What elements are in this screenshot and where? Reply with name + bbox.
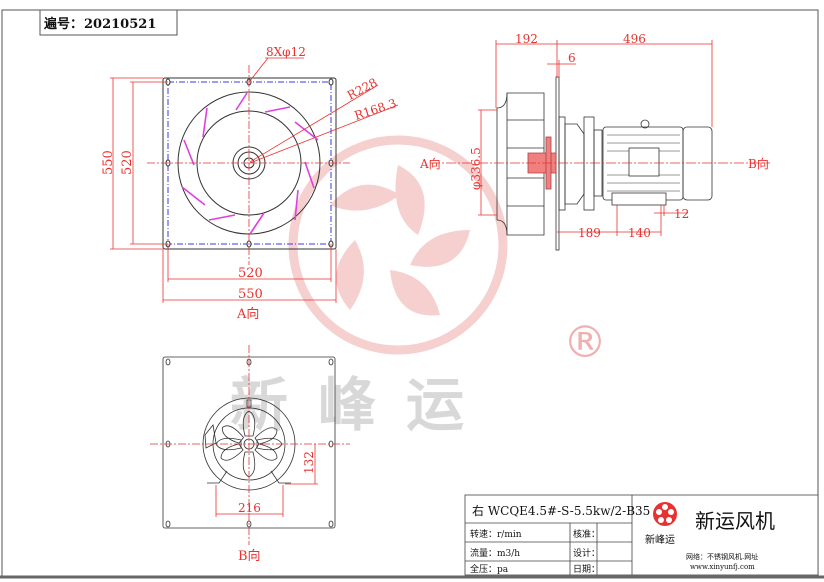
dim-520-vertical: 520 <box>120 150 135 175</box>
watermark-text: 新峰运 <box>230 371 494 439</box>
drawing-no-box <box>39 9 178 36</box>
website: www.xinyunfj.com <box>690 563 755 571</box>
dim-diameter: φ336.5 <box>469 147 483 190</box>
dim-6: 6 <box>568 51 576 65</box>
dim-140: 140 <box>628 226 651 240</box>
dim-12: 12 <box>674 207 689 221</box>
side-a-label: A向 <box>419 156 441 171</box>
title-block <box>464 494 819 576</box>
dim-550-vertical: 550 <box>101 150 116 175</box>
approve-label: 核准： <box>573 528 600 540</box>
dim-496: 496 <box>623 32 646 46</box>
logo-text: 新峰运 <box>645 533 675 546</box>
view-b-label: B向 <box>238 548 261 564</box>
side-view <box>430 40 770 251</box>
website-label: 网络：不锈钢风机.网址 <box>686 552 758 561</box>
holes-label: 8Xφ12 <box>266 45 306 59</box>
watermark-logo <box>288 135 508 355</box>
view-a-label: A向 <box>236 306 259 322</box>
dim-189: 189 <box>578 226 601 240</box>
company-logo-icon <box>653 502 677 526</box>
flow-label: 流量：m3/h <box>470 547 520 559</box>
rear-view <box>150 345 350 545</box>
radius-inner-label: R168.3 <box>353 96 399 123</box>
impeller-blades <box>181 92 319 235</box>
side-b-label: B向 <box>748 156 769 171</box>
drawing-no-label: 遍号： <box>43 16 83 32</box>
front-view <box>110 57 399 303</box>
design-label: 设计： <box>573 547 600 559</box>
dim-520-horizontal: 520 <box>238 266 263 281</box>
company-name: 新运风机 <box>695 509 775 533</box>
dim-132: 132 <box>302 451 316 474</box>
pressure-label: 全压：pa <box>470 563 509 575</box>
drawing-no: 20210521 <box>84 17 156 32</box>
model-label: 右 WCQE4.5#-S-5.5kw/2-B35 <box>472 503 650 518</box>
date-label: 日期： <box>573 564 600 575</box>
speed-label: 转速：r/min <box>470 528 522 540</box>
dim-550-horizontal: 550 <box>238 287 263 302</box>
registered-mark: ® <box>563 317 607 368</box>
radius-outer-label: R228 <box>345 75 380 102</box>
dim-216: 216 <box>238 501 261 515</box>
dim-192: 192 <box>515 32 538 46</box>
